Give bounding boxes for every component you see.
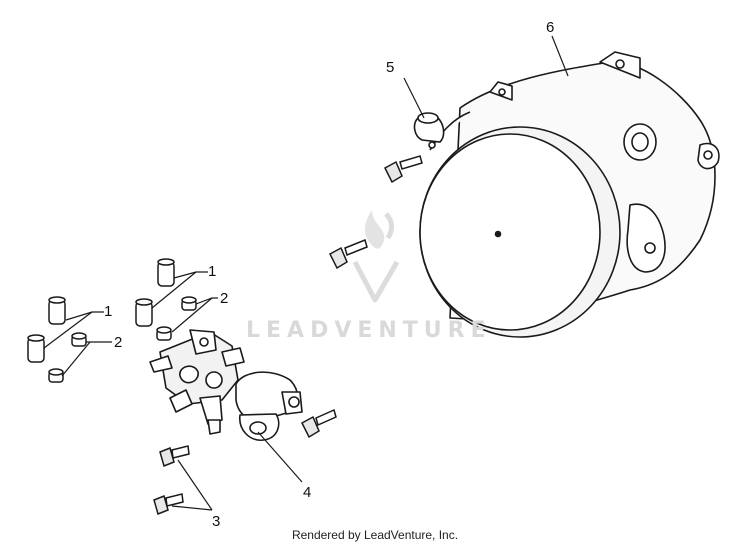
callout-4: 4 <box>303 484 312 501</box>
bolt-lower-2 <box>153 493 184 516</box>
bolt-pump <box>301 408 337 439</box>
callout-1a: 1 <box>104 303 113 320</box>
clamp <box>413 112 445 149</box>
leadventure-logo-icon <box>352 210 400 303</box>
leader-lines <box>43 35 569 511</box>
cover-housing <box>419 51 720 338</box>
callout-1b: 1 <box>208 263 217 280</box>
watermark-text: LEADVENTURE <box>246 318 492 343</box>
pump-assembly <box>149 329 303 441</box>
callout-3: 3 <box>212 513 221 530</box>
callout-2a: 2 <box>114 334 123 351</box>
callout-2b: 2 <box>220 290 229 307</box>
bolt-middle <box>329 238 368 270</box>
callout-6: 6 <box>546 19 555 36</box>
bolt-lower-1 <box>159 445 190 468</box>
bolt-upper <box>384 155 423 184</box>
spacer-group-left <box>27 296 87 383</box>
render-credit: Rendered by LeadVenture, Inc. <box>291 528 459 542</box>
callout-5: 5 <box>386 59 395 76</box>
spacer-group-right <box>135 258 197 341</box>
